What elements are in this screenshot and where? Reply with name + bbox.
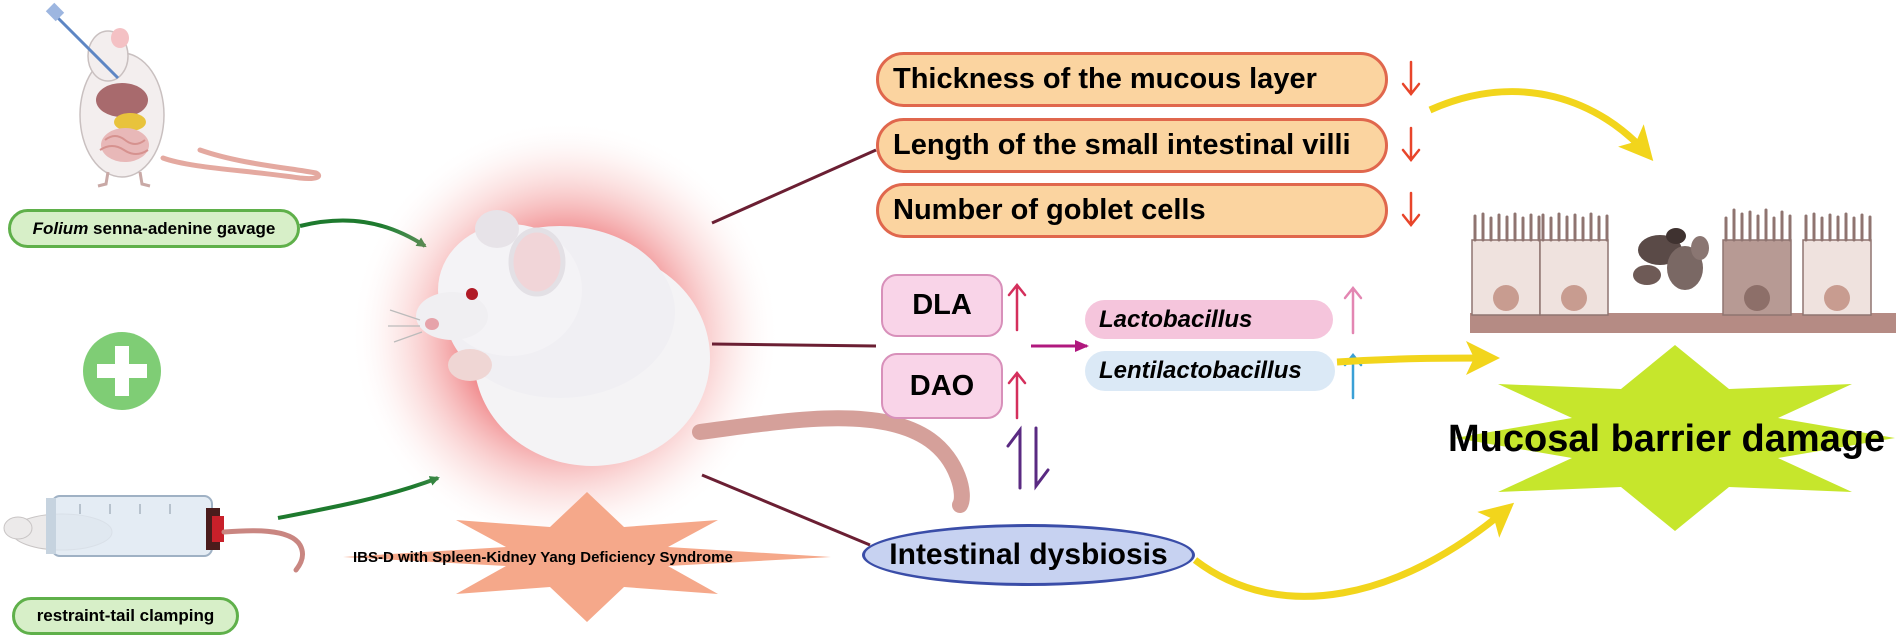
model-starburst <box>343 492 831 622</box>
model-label: IBS-D with Spleen-Kidney Yang Deficiency… <box>353 549 733 566</box>
increase-arrow-icons <box>1007 282 1027 420</box>
intestinal-epithelium-illustration <box>1470 208 1896 333</box>
gavage-label-italic: Folium <box>32 218 89 238</box>
restraint-tube-illustration <box>3 495 305 573</box>
dysbiosis-to-damage-arrow <box>1192 502 1515 600</box>
gavage-mouse-illustration <box>45 2 322 188</box>
histology-to-damage-arrow <box>1428 88 1654 162</box>
decrease-arrow-icons <box>1401 60 1421 228</box>
lactobacillus-increase-icon <box>1343 285 1363 335</box>
villi-length-indicator: Length of the small intestinal villi <box>876 118 1388 173</box>
gavage-label-text: senna-adenine gavage <box>88 218 276 238</box>
bidirectional-arrow-icon <box>1006 425 1050 491</box>
outcome-title: Mucosal barrier damage <box>1448 418 1886 460</box>
connector-dysbiosis <box>701 473 871 547</box>
restraint-label: restraint-tail clamping <box>12 597 239 635</box>
bacteria-to-damage-arrow <box>1336 341 1500 376</box>
intestinal-dysbiosis-node: Intestinal dysbiosis <box>862 524 1195 586</box>
dao-indicator: DAO <box>881 353 1003 419</box>
connector-biomarkers <box>711 342 877 348</box>
outcome-starburst <box>1455 345 1895 531</box>
lactobacillus-indicator: Lactobacillus <box>1085 300 1333 339</box>
plus-icon <box>83 332 161 410</box>
dla-indicator: DLA <box>881 274 1003 337</box>
goblet-cells-indicator: Number of goblet cells <box>876 183 1388 238</box>
lentilactobacillus-indicator: Lentilactobacillus <box>1085 351 1335 391</box>
gavage-label: Folium senna-adenine gavage <box>8 209 300 248</box>
connector-histology <box>711 148 877 225</box>
model-rat-illustration <box>350 120 970 550</box>
mucous-layer-indicator: Thickness of the mucous layer <box>876 52 1388 107</box>
